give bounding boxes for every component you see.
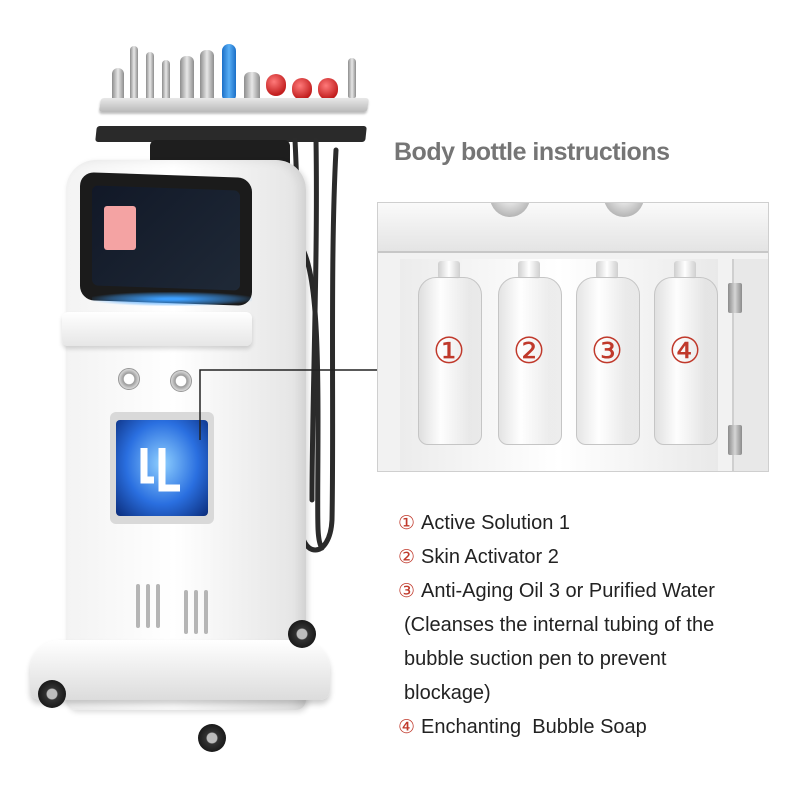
handpiece-red-icon: [318, 78, 338, 100]
vent-slot: [194, 590, 198, 634]
instruction-text: Enchanting Bubble Soap: [421, 716, 647, 738]
bottle-body: [498, 277, 562, 445]
instruction-number: ①: [398, 512, 416, 534]
handpiece-probe-icon: [200, 50, 214, 102]
vent-slot: [156, 584, 160, 628]
bottle-cap: [674, 261, 696, 279]
jl-logo-shape: [140, 448, 180, 492]
handpiece-probe-icon: [244, 72, 260, 102]
instruction-text: Active Solution 1: [421, 512, 571, 534]
handpiece-probe-icon: [130, 46, 138, 102]
bottle-body: [654, 277, 718, 445]
handpiece-red-icon: [292, 78, 312, 100]
section-heading: Body bottle instructions: [394, 138, 670, 166]
bottle-body: [576, 277, 640, 445]
bottle-number: ③: [590, 331, 624, 372]
handpiece-probe-icon: [112, 68, 124, 102]
machine-shelf: [62, 312, 252, 346]
bottle-number: ②: [512, 331, 546, 372]
knob-icon: [490, 203, 530, 217]
caster-wheel-icon: [198, 724, 226, 752]
handpiece-probe-icon: [348, 58, 356, 98]
bottle-number: ①: [432, 331, 466, 372]
instruction-text: bubble suction pen to prevent: [404, 648, 667, 670]
bottle-4: ④: [654, 261, 718, 445]
handpiece-probe-icon: [180, 56, 194, 102]
hinge-icon: [728, 283, 742, 313]
instruction-text: blockage): [404, 682, 491, 704]
bottle-body: [418, 277, 482, 445]
bottle-3: ③: [576, 261, 640, 445]
handpiece-probe-icon: [222, 44, 236, 102]
photo-top-panel: [378, 203, 768, 253]
instruction-text: (Cleanses the internal tubing of the: [404, 614, 715, 636]
jl-logo-icon: [134, 440, 190, 500]
bottle-number: ④: [668, 331, 702, 372]
pressure-gauge-icon: [170, 370, 192, 392]
machine-base: [30, 640, 330, 700]
instruction-number: ③: [398, 580, 416, 602]
bottle-cap: [518, 261, 540, 279]
pressure-gauge-icon: [118, 368, 140, 390]
instruction-line: blockage): [398, 676, 788, 710]
bottle-photo: ① ② ③ ④: [377, 202, 769, 472]
machine-illustration: [0, 0, 380, 800]
caster-wheel-icon: [38, 680, 66, 708]
hinge-icon: [728, 425, 742, 455]
knob-icon: [604, 203, 644, 217]
handpiece-red-icon: [266, 74, 286, 96]
handpiece-probe-icon: [146, 52, 154, 102]
instruction-text: Anti-Aging Oil 3 or Purified Water: [421, 580, 715, 602]
screen-glow-strip: [92, 292, 252, 306]
bottle-2: ②: [498, 261, 562, 445]
caster-wheel-icon: [288, 620, 316, 648]
handpiece-probe-icon: [162, 60, 170, 102]
vent-slot: [146, 584, 150, 628]
touchscreen-preview: [104, 206, 136, 250]
instruction-line: (Cleanses the internal tubing of the: [398, 608, 788, 642]
vent-slot: [204, 590, 208, 634]
vent-slot: [184, 590, 188, 634]
instruction-number: ④: [398, 716, 416, 738]
instruction-line: bubble suction pen to prevent: [398, 642, 788, 676]
vent-slot: [136, 584, 140, 628]
bottle-cap: [438, 261, 460, 279]
instruction-text: Skin Activator 2: [421, 546, 559, 568]
bottle-1: ①: [418, 261, 482, 445]
bottle-cap: [596, 261, 618, 279]
instruction-number: ②: [398, 546, 416, 568]
